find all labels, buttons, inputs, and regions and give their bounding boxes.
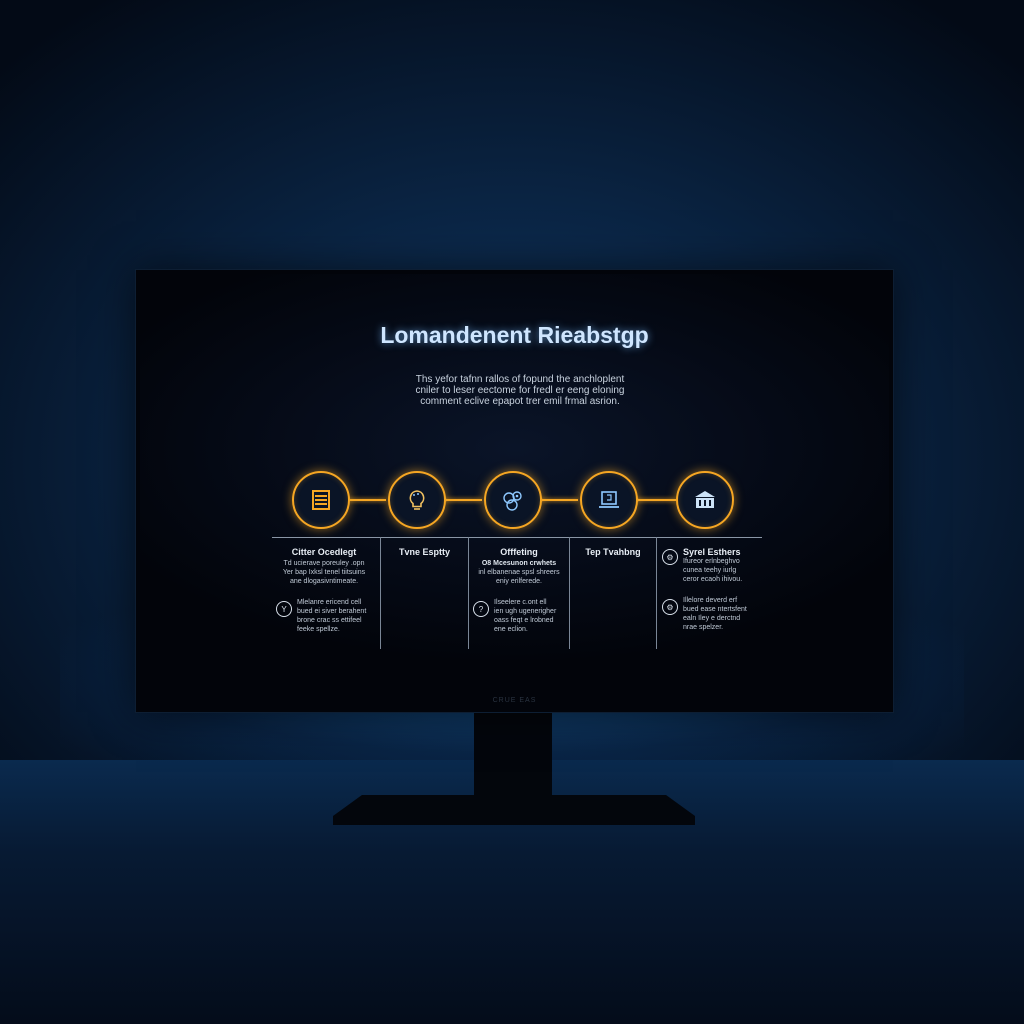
text-line: ane dlogasivntimeate. <box>289 578 359 585</box>
timeline-node-5[interactable] <box>676 471 734 529</box>
timeline <box>288 470 738 530</box>
column-1: Citter Ocedlegt Td ucierave poreuley .op… <box>272 542 376 650</box>
text-line: ien ugh ugenerigher <box>494 608 557 615</box>
tool-icon: Y <box>276 601 292 617</box>
monitor-stand-neck <box>474 708 552 812</box>
monitor-screen: Lomandenent Rieabstgp Ths yefor tafnn ra… <box>140 274 889 708</box>
column-4: Tep Tvahbng <box>570 542 656 650</box>
brand-label: CRUE EAS <box>492 697 537 704</box>
bank-building-icon <box>695 491 715 508</box>
subtitle: Ths yefor tafnn rallos of fopund the anc… <box>370 374 670 407</box>
item-text: Ilseelere c.ont ell ien ugh ugenerigher … <box>494 598 556 634</box>
column-text: Td ucierave poreuley .opn Yer bap Ixksl … <box>272 559 376 586</box>
text-line: Ilseelere c.ont ell <box>494 599 547 606</box>
page-title: Lomandenent Rieabstgp <box>380 322 649 348</box>
column-item: Y Mlelanre ericend cell bued ei siver be… <box>272 598 376 634</box>
question-icon: ? <box>473 601 489 617</box>
text-line: bued ei siver berahent <box>297 608 367 615</box>
lightbulb-icon <box>409 490 425 510</box>
text-line: Ifureor erlnbeghvo <box>683 558 740 565</box>
timeline-node-1[interactable] <box>292 471 350 529</box>
gear-icon: ⚙ <box>662 599 678 615</box>
timeline-connector <box>634 499 676 501</box>
text-line: inl elbanenae spsl shreers <box>478 569 560 576</box>
column-head-row: ⚙ Syrel Esthers Ifureor erlnbeghvo cunea… <box>658 547 764 584</box>
column-heading: Citter Ocedlegt <box>291 547 357 557</box>
text-line: cunea teehy iurlg <box>683 567 737 574</box>
monitor-stand-base <box>333 795 695 825</box>
text-line: bued ease ntertsfent <box>683 606 747 613</box>
item-text: Illelore deverd erf bued ease ntertsfent… <box>683 596 747 632</box>
column-separator <box>468 537 469 649</box>
text-line: feeke spellze. <box>297 626 340 633</box>
column-3: Offfeting O8 Mcesunon crwhets inl elbane… <box>469 542 569 650</box>
timeline-divider <box>272 537 762 538</box>
text-line: Illelore deverd erf <box>683 597 738 604</box>
column-head-block: Syrel Esthers Ifureor erlnbeghvo cunea t… <box>683 547 742 584</box>
column-text: Ifureor erlnbeghvo cunea teehy iurlg cer… <box>683 557 742 584</box>
text-line: ealn Iley e derctnd <box>683 615 741 622</box>
subtitle-line: comment eclive epapot trer emil frmal as… <box>420 396 620 407</box>
subtitle-line: cniler to leser eectome for fredl er een… <box>415 385 625 396</box>
timeline-connector <box>538 499 578 501</box>
column-text: O8 Mcesunon crwhets inl elbanenae spsl s… <box>469 559 569 586</box>
text-line: eniy erilferede. <box>496 578 542 585</box>
subtitle-line: Ths yefor tafnn rallos of fopund the anc… <box>415 374 625 385</box>
gear-icon: ⚙ <box>662 549 678 565</box>
column-item: ? Ilseelere c.ont ell ien ugh ugenerighe… <box>469 598 569 634</box>
text-line: nrae spelzer. <box>683 624 724 631</box>
text-line: Td ucierave poreuley .opn <box>283 560 365 567</box>
text-line: ceror ecaoh ihivou. <box>683 576 743 583</box>
text-line: Mlelanre ericend cell <box>297 599 362 606</box>
column-heading: Offfeting <box>500 547 538 557</box>
timeline-connector <box>344 499 386 501</box>
network-gear-icon <box>503 491 522 511</box>
column-2: Tvne Esptty <box>381 542 468 650</box>
monitor: Lomandenent Rieabstgp Ths yefor tafnn ra… <box>136 270 893 712</box>
column-separator <box>656 537 657 649</box>
column-separator <box>380 537 381 649</box>
column-heading: Tep Tvahbng <box>585 547 641 557</box>
column-5: ⚙ Syrel Esthers Ifureor erlnbeghvo cunea… <box>658 542 764 650</box>
laptop-icon <box>599 491 619 508</box>
document-list-icon <box>312 490 330 510</box>
column-heading: Tvne Esptty <box>398 547 450 557</box>
item-text: Mlelanre ericend cell bued ei siver bera… <box>297 598 366 634</box>
text-line: O8 Mcesunon crwhets <box>481 560 557 567</box>
timeline-node-4[interactable] <box>580 471 638 529</box>
column-item: ⚙ Illelore deverd erf bued ease ntertsfe… <box>658 596 764 632</box>
column-separator <box>569 537 570 649</box>
timeline-node-2[interactable] <box>388 471 446 529</box>
text-line: brone crac ss ettifeel <box>297 617 362 624</box>
text-line: oass feqt e lrobned <box>494 617 554 624</box>
timeline-connector <box>442 499 482 501</box>
text-line: ene eclion. <box>494 626 528 633</box>
text-line: Yer bap Ixksl tenel tiitsuins <box>282 569 366 576</box>
column-heading: Syrel Esthers <box>683 547 741 557</box>
timeline-node-3[interactable] <box>484 471 542 529</box>
